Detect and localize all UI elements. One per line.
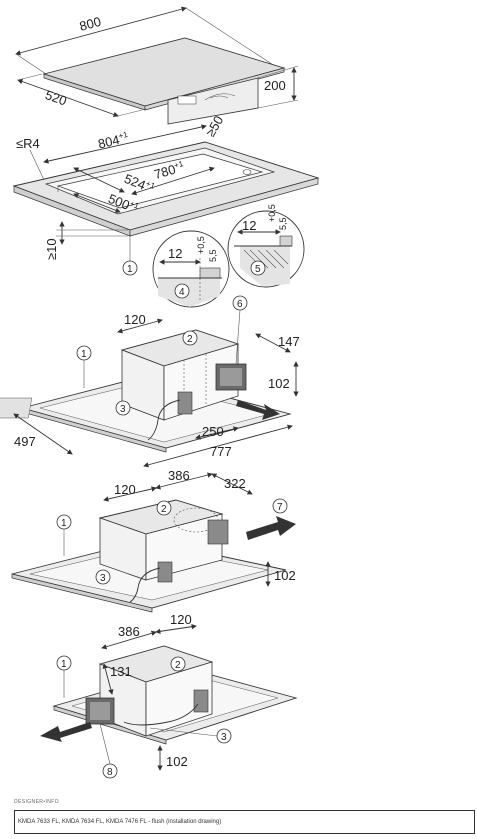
vc-callout-1: 1 [61, 659, 67, 670]
installation-drawing: 800 520 200 ≤R4 804+1 [0, 6, 320, 779]
hob-top-view: 800 520 200 [15, 6, 299, 125]
va-callout-1: 1 [81, 349, 87, 360]
view-b-exhaust-side: 120 386 322 102 1 2 3 7 [11, 468, 296, 613]
vb-callout-2: 2 [161, 504, 167, 515]
d4-tol: +0,5 [196, 236, 206, 254]
dim-radius: ≤R4 [16, 136, 40, 151]
dim-200: 200 [264, 78, 286, 93]
d5-width: 12 [242, 218, 256, 233]
d4-width: 12 [168, 246, 182, 261]
view-c-exhaust-front: 386 120 131 102 1 2 3 8 [40, 612, 298, 779]
dim-800: 800 [78, 14, 103, 34]
caption-box: KMDA 7633 FL, KMDA 7634 FL, KMDA 7476 FL… [14, 810, 475, 834]
va-dim-front: 250 [202, 424, 224, 439]
vb-callout-7: 7 [277, 502, 283, 513]
view-a-exhaust-rear: 120 147 102 250 777 497 1 2 3 6 [0, 295, 300, 468]
vb-dim-height: 102 [274, 568, 296, 583]
va-dim-top: 120 [124, 312, 146, 327]
vc-callout-3: 3 [221, 732, 227, 743]
d4-height: 5,5 [208, 249, 218, 262]
vb-callout-3: 3 [100, 573, 106, 584]
dim-804: 804+1 [97, 130, 131, 152]
va-dim-depth: 497 [14, 434, 36, 449]
vb-dim-left: 120 [114, 482, 136, 497]
callout-4: 4 [179, 287, 185, 298]
caption-text: KMDA 7633 FL, KMDA 7634 FL, KMDA 7476 FL… [18, 819, 222, 825]
callout-1: 1 [127, 264, 133, 275]
vc-callout-8: 8 [107, 767, 113, 778]
va-callout-2: 2 [187, 334, 193, 345]
vc-dim-side: 131 [110, 664, 132, 679]
va-callout-3: 3 [120, 404, 126, 415]
vc-callout-2: 2 [175, 660, 181, 671]
dim-520: 520 [43, 87, 69, 109]
vb-dim-right: 322 [224, 476, 246, 491]
vb-dim-middle: 386 [168, 468, 190, 483]
vc-dim-right: 120 [170, 612, 192, 627]
vc-dim-height: 102 [166, 754, 188, 769]
va-callout-6: 6 [237, 299, 243, 310]
dim-780: 780+1 [152, 159, 186, 182]
vc-dim-width: 386 [118, 624, 140, 639]
dim-min-worktop: ≥10 [44, 238, 59, 260]
doc-label: DESIGNER•INFO [14, 799, 60, 805]
vb-callout-1: 1 [61, 518, 67, 529]
d5-height: 5,5 [278, 217, 288, 230]
va-dim-length: 777 [210, 444, 232, 459]
va-dim-height: 102 [268, 376, 290, 391]
callout-5: 5 [255, 264, 261, 275]
va-dim-side: 147 [278, 334, 300, 349]
detail-5: 12 +0,5 5,5 5 [227, 204, 305, 288]
worktop-cutout: ≤R4 804+1 ≥50 780+1 524+1 500+1 ≥10 1 [12, 113, 320, 276]
detail-4: 12 +0,5 5,5 4 [152, 230, 230, 308]
d5-tol: +0,5 [267, 204, 277, 222]
